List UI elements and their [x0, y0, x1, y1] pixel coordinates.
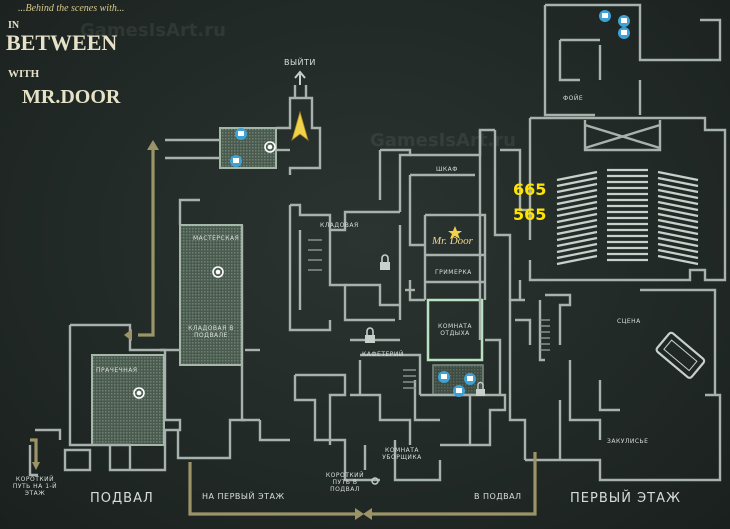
- star-icon: [448, 226, 462, 239]
- lock-icon: [476, 381, 485, 396]
- logo-mrdoor: MR.DOOR: [22, 86, 121, 108]
- shortcut-marker-icon: [371, 477, 379, 485]
- logo-in: IN: [8, 20, 20, 31]
- seat-block-right: [657, 170, 699, 266]
- laundry-room: [91, 354, 165, 446]
- workshop-room: [179, 224, 243, 366]
- label-pantry: КЛАДОВАЯ: [320, 222, 359, 229]
- label-laundry: ПРАЧЕЧНАЯ: [96, 367, 138, 374]
- code-second: 565: [513, 205, 547, 224]
- piano: [655, 331, 706, 379]
- label-shortcut-basement: КОРОТКИЙ ПУТЬ В ПОДВАЛ: [325, 472, 365, 493]
- code-first: 665: [513, 180, 547, 199]
- label-lounge: КОМНАТА ОТДЫХА: [437, 323, 473, 337]
- label-janitor-room: КОМНАТА УБОРЩИКА: [382, 447, 422, 461]
- you-are-here-arrow-icon: [291, 110, 309, 142]
- label-workshop: МАСТЕРСКАЯ: [193, 235, 240, 242]
- floor-label-first-floor: ПЕРВЫЙ ЭТАЖ: [570, 491, 681, 506]
- label-wardrobe: ШКАФ: [436, 166, 458, 173]
- route-label-to-first-floor: НА ПЕРВЫЙ ЭТАЖ: [202, 492, 285, 501]
- watermark: GamesIsArt.ru: [370, 130, 516, 151]
- seat-block-middle: [607, 168, 648, 262]
- top-room: [219, 127, 277, 169]
- seat-block-left: [556, 170, 598, 266]
- label-exit: ВЫЙТИ: [284, 58, 316, 67]
- route-label-to-basement: В ПОДВАЛ: [474, 492, 522, 501]
- gear-icon: [133, 141, 276, 399]
- route-paths: [30, 148, 537, 516]
- coffee-cup-icon: [230, 10, 630, 397]
- lock-icon: [365, 327, 375, 343]
- exit-arrow-icon: [294, 70, 306, 85]
- lock-icon: [380, 254, 390, 270]
- label-cafeteria: КАФЕТЕРИЙ: [362, 351, 404, 358]
- label-backstage: ЗАКУЛИСЬЕ: [607, 438, 649, 445]
- logo-tagline: ...Behind the scenes with...: [18, 3, 125, 14]
- label-shortcut-first-floor: КОРОТКИЙ ПУТЬ НА 1-Й ЭТАЖ: [12, 476, 58, 497]
- floor-label-basement: ПОДВАЛ: [90, 491, 154, 506]
- stairs: [308, 239, 550, 389]
- label-foyer: ФОЙЕ: [563, 95, 584, 102]
- route-arrowheads: [32, 140, 372, 520]
- label-basement-pantry: КЛАДОВАЯ В ПОДВАЛЕ: [188, 325, 234, 339]
- label-stage: СЦЕНА: [617, 318, 641, 325]
- seat-rows: [556, 168, 699, 266]
- watermark: GamesIsArt.ru: [80, 20, 226, 41]
- logo-with: WITH: [8, 68, 40, 80]
- walls: [28, 3, 727, 482]
- logo-between: BETWEEN: [6, 30, 118, 55]
- label-star-sign: Mr. Door: [432, 235, 473, 247]
- label-dressing-room: ГРИМЕРКА: [435, 269, 472, 276]
- lounge-room: [426, 298, 484, 362]
